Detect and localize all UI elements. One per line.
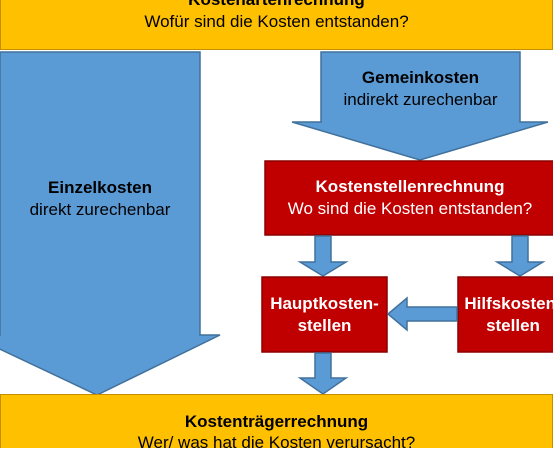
gemeinkosten-label: Gemeinkosten indirekt zurechenbar: [321, 68, 520, 110]
kostentraegerrechnung-subtitle: Wer/ was hat die Kosten verursacht?: [137, 433, 416, 452]
arrow-to-hauptkostenstellen: [297, 235, 349, 277]
hauptkostenstellen-box: [261, 276, 388, 353]
kostenartenrechnung-title: Kostenartenrechnung: [1, 0, 552, 10]
gemeinkosten-title: Gemeinkosten: [361, 68, 480, 87]
gemeinkosten-subtitle: indirekt zurechenbar: [343, 90, 498, 109]
arrow-hilfs-to-haupt: [386, 296, 458, 332]
einzelkosten-title: Einzelkosten: [48, 178, 152, 197]
hauptkostenstellen-line1: Hauptkosten-: [270, 294, 379, 313]
arrow-to-hilfskostenstellen: [494, 235, 546, 277]
hilfskostenstellen-label: Hilfskosten- stellen: [458, 294, 553, 336]
hilfskostenstellen-line2: stellen: [486, 316, 540, 335]
kostenartenrechnung-band: Kostenartenrechnung Wofür sind die Koste…: [0, 0, 553, 50]
kostenstellenrechnung-label: Kostenstellenrechnung Wo sind die Kosten…: [265, 177, 553, 219]
hauptkostenstellen-line2: stellen: [297, 316, 352, 335]
kostentraegerrechnung-band: Kostenträgerrechnung Wer/ was hat die Ko…: [0, 394, 553, 452]
arrow-to-kostentraegerrechnung: [297, 352, 349, 395]
kostenstellenrechnung-box: [264, 160, 553, 236]
hilfskostenstellen-line1: Hilfskosten-: [464, 294, 553, 313]
hauptkostenstellen-label: Hauptkosten- stellen: [262, 294, 387, 336]
kostenartenrechnung-subtitle: Wofür sind die Kosten entstanden?: [144, 12, 409, 31]
einzelkosten-label: Einzelkosten direkt zurechenbar: [0, 178, 200, 220]
einzelkosten-arrow: [0, 51, 221, 396]
einzelkosten-subtitle: direkt zurechenbar: [29, 200, 171, 219]
hilfskostenstellen-box: [457, 276, 553, 353]
gemeinkosten-arrow: [291, 51, 549, 161]
kostenstellenrechnung-title: Kostenstellenrechnung: [315, 177, 505, 196]
kostenstellenrechnung-subtitle: Wo sind die Kosten entstanden?: [287, 199, 533, 218]
kostentraegerrechnung-title: Kostenträgerrechnung: [184, 412, 369, 431]
